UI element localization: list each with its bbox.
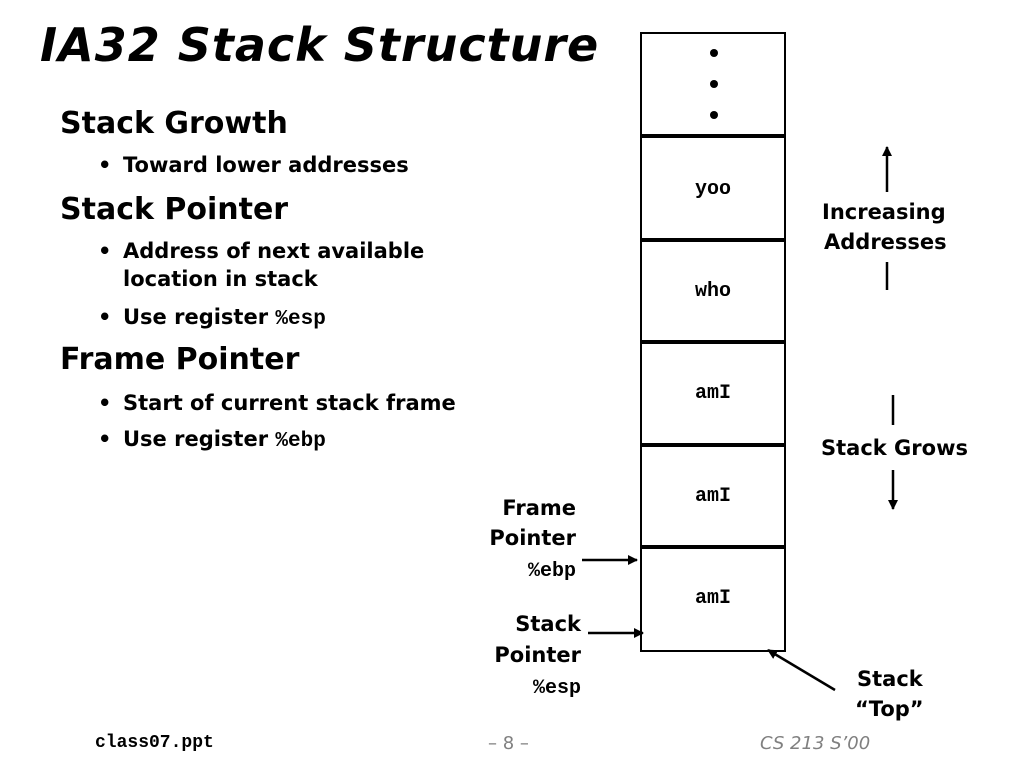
stack-divider — [640, 545, 786, 549]
bullet-text: Toward lower addresses — [123, 153, 409, 177]
bullet-text: Address of next available — [123, 239, 425, 263]
bullet-dot: • — [98, 153, 112, 177]
label-stack: Stack — [515, 612, 581, 636]
heading-stack-pointer: Stack Pointer — [60, 192, 289, 227]
label-stack-top-line1: Stack — [857, 667, 923, 691]
label-frame-pointer: Pointer — [489, 526, 576, 550]
bullet-text: Use register %ebp — [123, 424, 326, 457]
register-ebp: %ebp — [527, 560, 576, 583]
label-frame: Frame — [502, 496, 576, 520]
bullet-text: Use register %esp — [123, 302, 326, 335]
bullet-text: Start of current stack frame — [123, 391, 456, 415]
label-increasing: Increasing — [822, 200, 946, 224]
stack-divider — [640, 443, 786, 447]
heading-frame-pointer: Frame Pointer — [60, 342, 300, 377]
label-stack-top-line2: “Top” — [855, 697, 924, 721]
bullet-dot: • — [98, 427, 112, 451]
footer-page-number: – 8 – — [488, 733, 529, 754]
label-addresses: Addresses — [824, 230, 947, 254]
stack-divider — [640, 340, 786, 344]
stack-cell-ami: amI — [694, 587, 731, 610]
label-stack-reg: %esp — [460, 671, 581, 704]
label-frame-reg: %ebp — [460, 554, 576, 587]
label-stack-grows: Stack Grows — [821, 436, 968, 460]
stack-cell-ami: amI — [694, 485, 731, 508]
register-esp: %esp — [532, 677, 581, 700]
bullet-dot: • — [98, 391, 112, 415]
slide-title: IA32 Stack Structure — [40, 18, 600, 72]
stack-divider — [640, 134, 786, 138]
stack-divider — [640, 238, 786, 242]
bullet-text-main: Use register — [123, 305, 276, 329]
bullet-text-cont: location in stack — [123, 267, 318, 291]
bullet-dot: • — [98, 305, 112, 329]
bullet-text-main: Use register — [123, 427, 276, 451]
bullet-dot: • — [98, 239, 112, 263]
heading-stack-growth: Stack Growth — [60, 106, 288, 141]
stack-cell-yoo: yoo — [694, 178, 731, 201]
ellipsis-dot — [710, 80, 718, 88]
stack-cell-ami: amI — [694, 382, 731, 405]
ellipsis-dot — [710, 111, 718, 119]
register-ebp: %ebp — [275, 430, 326, 453]
register-esp: %esp — [275, 308, 326, 331]
label-stack-pointer: Pointer — [494, 643, 581, 667]
footer-filename: class07.ppt — [95, 733, 214, 753]
footer-course: CS 213 S’00 — [760, 733, 871, 754]
stack-top-arrow — [767, 648, 836, 692]
ellipsis-dot — [710, 49, 718, 57]
stack-cell-who: who — [694, 280, 731, 303]
stack-column: yoo who amI amI amI — [640, 32, 786, 652]
